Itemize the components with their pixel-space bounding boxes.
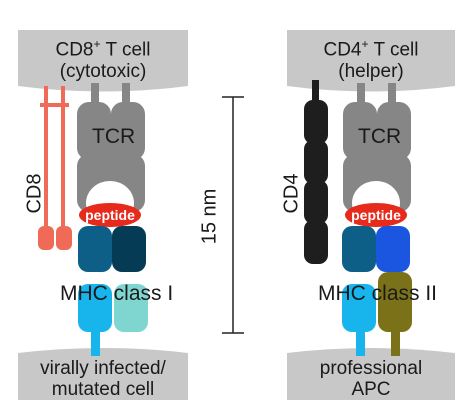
- left-bottom-cell-line2: mutated cell: [51, 379, 155, 400]
- right-top-membrane: [287, 30, 455, 92]
- left-tcr-label: TCR: [92, 125, 136, 148]
- right-top-cell-sup: +: [361, 37, 369, 51]
- left-top-cell-name: CD8: [55, 39, 94, 61]
- cd4-label: CD4: [280, 173, 303, 214]
- right-bottom-cell-line1: professional: [319, 358, 423, 379]
- mhc-class-ii: [342, 226, 412, 356]
- left-top-membrane: [18, 30, 188, 92]
- left-tcr: [77, 83, 145, 212]
- right-peptide: [345, 181, 407, 227]
- left-top-cell-label: CD8+ T cell: [3, 38, 203, 59]
- scale-label: 15 nm: [198, 188, 221, 245]
- cd8-molecule: [38, 86, 72, 250]
- right-top-cell-label: CD4+ T cell: [271, 38, 471, 59]
- right-top-cell-rest: T cell: [368, 39, 419, 61]
- left-peptide: [79, 181, 141, 227]
- mhc-class-i: [78, 226, 148, 356]
- mhc-class-ii-label: MHC class II: [318, 282, 438, 305]
- scale-bar: [222, 96, 244, 334]
- mhc-class-i-label: MHC class I: [60, 282, 174, 305]
- left-top-cell-sup: +: [93, 37, 101, 51]
- left-peptide-label: peptide: [85, 207, 135, 223]
- cd8-label: CD8: [23, 173, 46, 214]
- left-top-cell-type: (cytotoxic): [59, 61, 147, 82]
- cd4-molecule: [304, 80, 328, 264]
- right-tcr: [343, 83, 411, 212]
- left-bottom-cell-line1: virally infected/: [40, 358, 166, 379]
- right-peptide-label: peptide: [351, 207, 401, 223]
- right-tcr-label: TCR: [358, 125, 402, 148]
- right-top-cell-name: CD4: [323, 39, 362, 61]
- right-top-cell-type: (helper): [338, 61, 404, 82]
- right-bottom-membrane: [287, 348, 455, 400]
- left-top-cell-rest: T cell: [100, 39, 151, 61]
- left-bottom-membrane: [18, 348, 188, 400]
- right-bottom-cell-line2: APC: [351, 379, 391, 400]
